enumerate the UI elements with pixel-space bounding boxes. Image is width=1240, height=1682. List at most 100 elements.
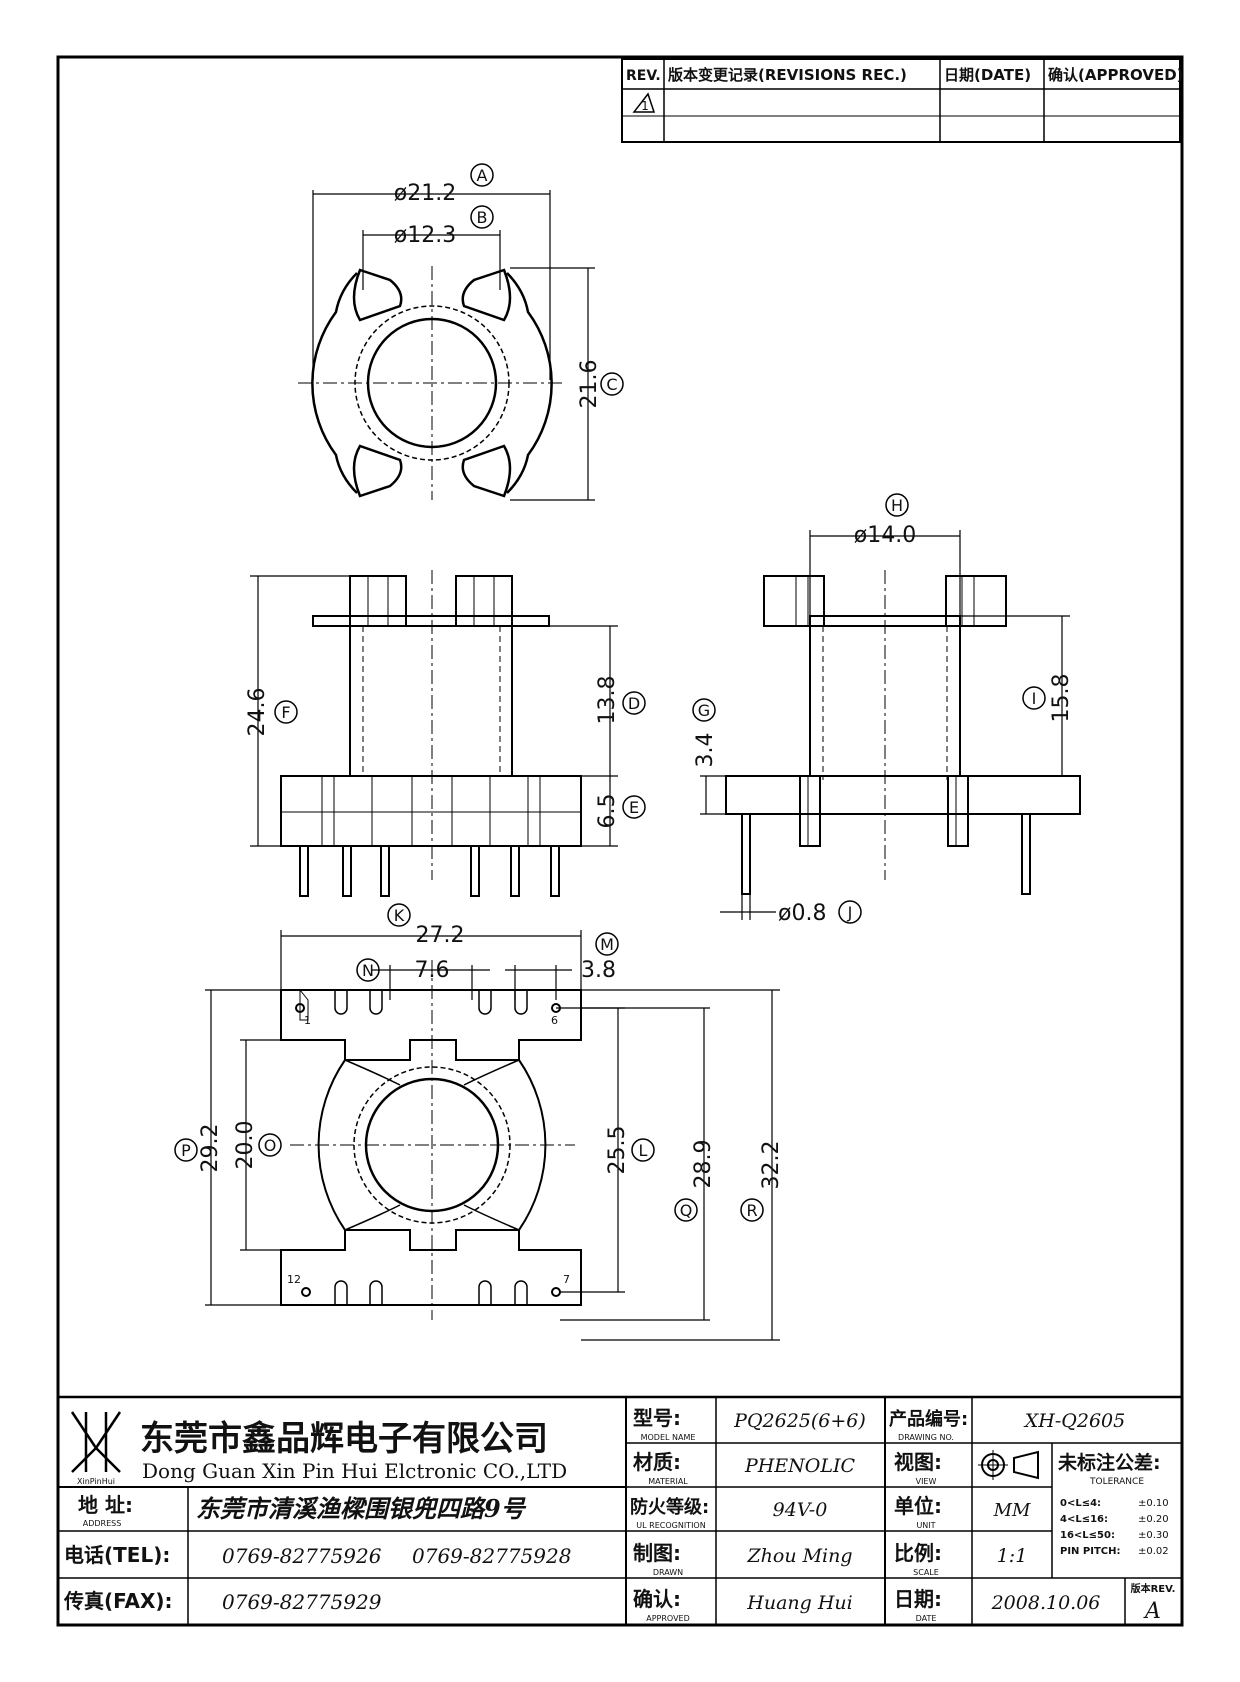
svg-text:I: I (1032, 689, 1037, 708)
dim-D-marker: D (622, 691, 646, 715)
dim-N-value: 7.6 (415, 958, 450, 983)
scale-label-en: SCALE (913, 1568, 939, 1577)
dim-F-value: 24.6 (245, 688, 270, 737)
front-view-dimensions (250, 575, 618, 847)
dim-O-marker: O (258, 1133, 282, 1157)
dim-H-value: ø14.0 (854, 523, 916, 548)
revision-approved-header: 确认(APPROVED) (1048, 66, 1184, 84)
svg-text:R: R (746, 1201, 757, 1220)
logo-text: XinPinHui (77, 1477, 115, 1486)
bottom-view (280, 960, 582, 1320)
dimension-labels: ø21.2 ø12.3 21.6 13.8 6.5 24.6 3.4 ø14.0… (198, 181, 1074, 1189)
dim-P-marker: P (174, 1138, 198, 1162)
top-view-dimensions (312, 190, 595, 501)
ul-value: 94V-0 (773, 1499, 828, 1521)
svg-text:C: C (606, 375, 617, 394)
svg-text:D: D (628, 694, 640, 713)
side-view (725, 570, 1081, 895)
dim-A-value: ø21.2 (394, 181, 456, 206)
pin-12-label: 12 (287, 1273, 301, 1286)
tol-row-2-value: ±0.20 (1138, 1514, 1169, 1525)
unit-label: 单位: (894, 1494, 942, 1518)
tolerance-label: 未标注公差: (1057, 1451, 1161, 1474)
address-label: 地 址: (78, 1493, 133, 1517)
dim-I-marker: I (1022, 686, 1046, 710)
dim-C-marker: C (600, 372, 624, 396)
scale-label: 比例: (894, 1541, 942, 1565)
drawing-no-label-en: DRAWING NO. (898, 1433, 954, 1442)
dimension-letter-markers: A B C D E F G H I J K L M N O P Q R (174, 163, 1046, 1222)
dim-B-value: ø12.3 (394, 223, 456, 248)
tol-row-1-range: 0<L≤4: (1060, 1498, 1101, 1509)
drawn-label-en: DRAWN (653, 1568, 683, 1577)
date-value: 2008.10.06 (991, 1592, 1101, 1614)
svg-text:L: L (639, 1141, 648, 1160)
svg-text:N: N (362, 961, 374, 980)
bottom-view-dimensions (205, 930, 780, 1341)
model-label: 型号: (633, 1406, 681, 1430)
revisions-table (621, 58, 1181, 143)
pin-7-label: 7 (563, 1273, 570, 1286)
tolerance-label-en: TOLERANCE (1089, 1477, 1144, 1487)
dim-K-value: 27.2 (416, 923, 465, 948)
dim-L-value: 25.5 (605, 1126, 630, 1175)
svg-text:B: B (477, 208, 488, 227)
tol-row-3-value: ±0.30 (1138, 1530, 1169, 1541)
pin-6-label: 6 (551, 1014, 558, 1027)
dim-K-marker: K (387, 903, 411, 927)
approved-label-en: APPROVED (646, 1614, 690, 1623)
svg-text:P: P (181, 1141, 191, 1160)
revision-triangle-icon: 1 (632, 92, 656, 113)
tol-row-3-range: 16<L≤50: (1060, 1530, 1115, 1541)
dim-C-value: 21.6 (577, 360, 602, 409)
tol-row-1-value: ±0.10 (1138, 1498, 1169, 1509)
model-value: PQ2625(6+6) (733, 1410, 866, 1432)
dim-R-marker: R (740, 1198, 764, 1222)
unit-value: MM (993, 1500, 1031, 1521)
svg-text:Q: Q (680, 1201, 693, 1220)
rev-label: 版本REV. (1131, 1582, 1176, 1595)
dim-H-marker: H (885, 493, 909, 517)
dim-E-marker: E (622, 795, 646, 819)
dim-G-marker: G (692, 698, 716, 722)
svg-text:O: O (264, 1136, 277, 1155)
dim-I-value: 15.8 (1049, 674, 1074, 723)
dim-B-marker: B (470, 205, 494, 229)
rev-header: REV. (626, 68, 661, 84)
title-block-grid (58, 1395, 1182, 1625)
tol-row-4-range: PIN PITCH: (1060, 1546, 1120, 1557)
view-label: 视图: (894, 1450, 942, 1474)
pin-1-label: 1 (304, 1014, 311, 1027)
dim-D-value: 13.8 (595, 676, 620, 725)
sheet-border (56, 55, 1184, 1627)
dim-J-marker: J (838, 900, 862, 924)
svg-text:1: 1 (641, 99, 649, 113)
model-label-en: MODEL NAME (641, 1433, 696, 1442)
projection-symbol-icon (978, 1450, 1039, 1480)
svg-text:H: H (891, 496, 903, 515)
material-value: PHENOLIC (744, 1455, 856, 1477)
ul-label: 防火等级: (630, 1496, 709, 1518)
dim-O-value: 20.0 (233, 1121, 258, 1170)
tolerance-table: 0<L≤4: ±0.10 4<L≤16: ±0.20 16<L≤50: ±0.3… (1060, 1498, 1169, 1557)
dim-Q-marker: Q (674, 1198, 698, 1222)
rev-value: A (1143, 1599, 1161, 1624)
fax-value: 0769-82775929 (222, 1590, 382, 1614)
dim-M-marker: M (595, 932, 619, 956)
dim-F-marker: F (274, 700, 298, 724)
tol-row-4-value: ±0.02 (1138, 1546, 1169, 1557)
dim-R-value: 32.2 (759, 1141, 784, 1190)
svg-text:M: M (600, 935, 614, 954)
tel-label: 电话(TEL): (64, 1543, 170, 1567)
approved-value: Huang Hui (746, 1592, 852, 1614)
svg-text:J: J (847, 903, 853, 922)
top-view (298, 266, 566, 500)
svg-text:F: F (281, 703, 290, 722)
dim-P-value: 29.2 (198, 1124, 223, 1173)
revision-date-header: 日期(DATE) (944, 66, 1031, 84)
address-label-en: ADDRESS (83, 1519, 122, 1528)
dim-G-value: 3.4 (693, 733, 718, 768)
drawing-no-label: 产品编号: (889, 1408, 968, 1430)
ul-label-en: UL RECOGNITION (636, 1521, 705, 1530)
